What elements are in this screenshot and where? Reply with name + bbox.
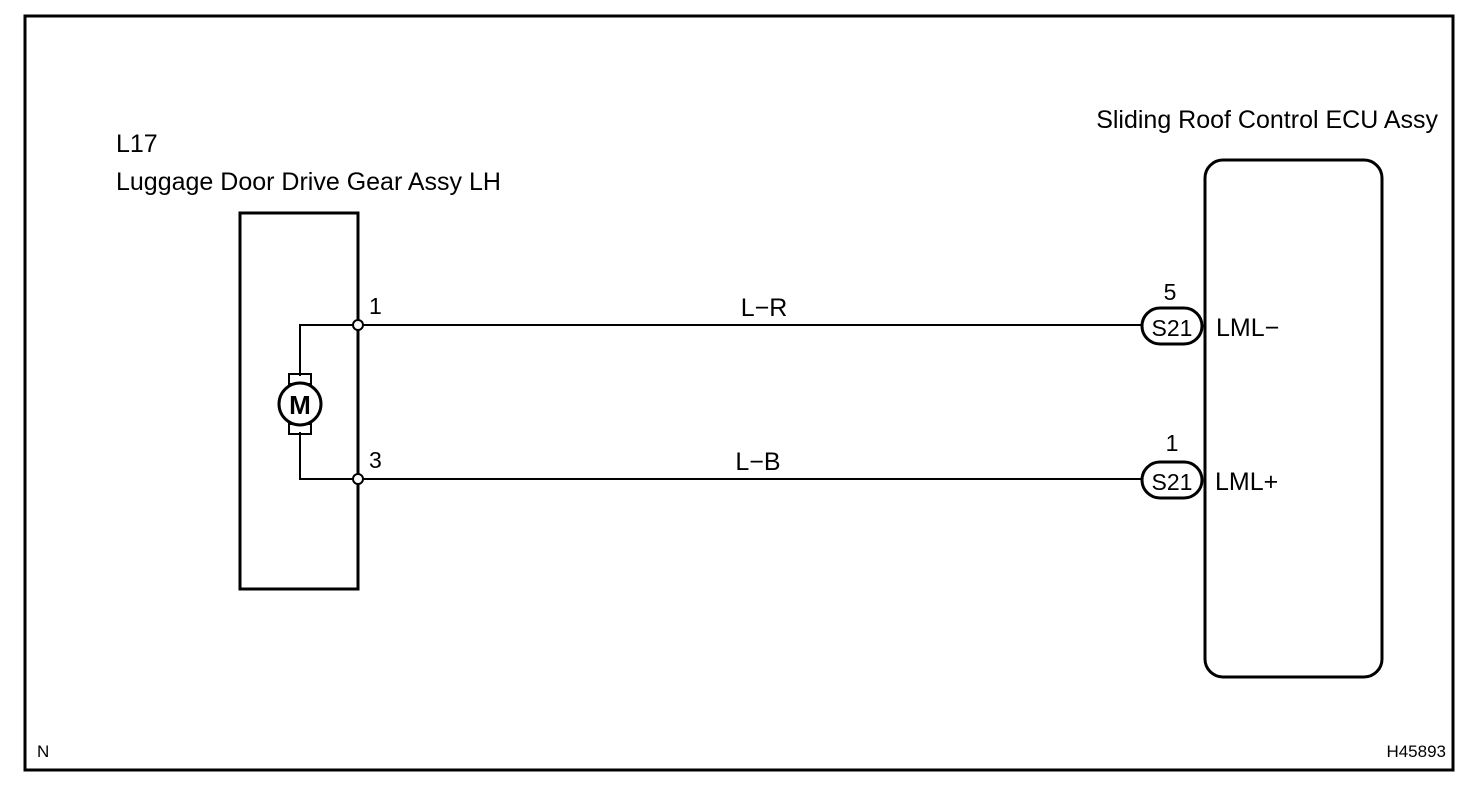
footer-left-marker: N (37, 742, 49, 761)
left-component-name: Luggage Door Drive Gear Assy LH (116, 168, 501, 196)
left-pin-number-3: 3 (369, 447, 382, 473)
figure-id: H45893 (1386, 742, 1446, 761)
terminal-name-top: LML− (1216, 314, 1279, 342)
terminal-name-bottom: LML+ (1215, 468, 1278, 496)
diagram-frame (23, 14, 1455, 772)
right-component-box (1203, 158, 1384, 679)
right-component-name: Sliding Roof Control ECU Assy (1096, 106, 1438, 134)
motor-wire-bottom (299, 432, 358, 480)
connector-pin-top: 5 (1164, 279, 1177, 305)
motor-wire-top (299, 324, 358, 376)
pin-terminal-3 (352, 473, 364, 485)
left-component-box (238, 211, 360, 591)
wire-color-top: L−R (741, 294, 788, 322)
connector-bottom (1140, 460, 1204, 500)
left-component-code: L17 (116, 130, 158, 158)
connector-top (1140, 306, 1204, 346)
left-pin-number-1: 1 (369, 293, 382, 319)
wire-color-bottom: L−B (735, 448, 780, 476)
connector-pin-bottom: 1 (1166, 430, 1179, 456)
connector-code-bottom: S21 (1152, 469, 1193, 495)
connector-code-top: S21 (1152, 315, 1193, 341)
pin-terminal-1 (352, 319, 364, 331)
motor-letter: M (289, 390, 311, 420)
motor-icon: M (277, 373, 323, 435)
